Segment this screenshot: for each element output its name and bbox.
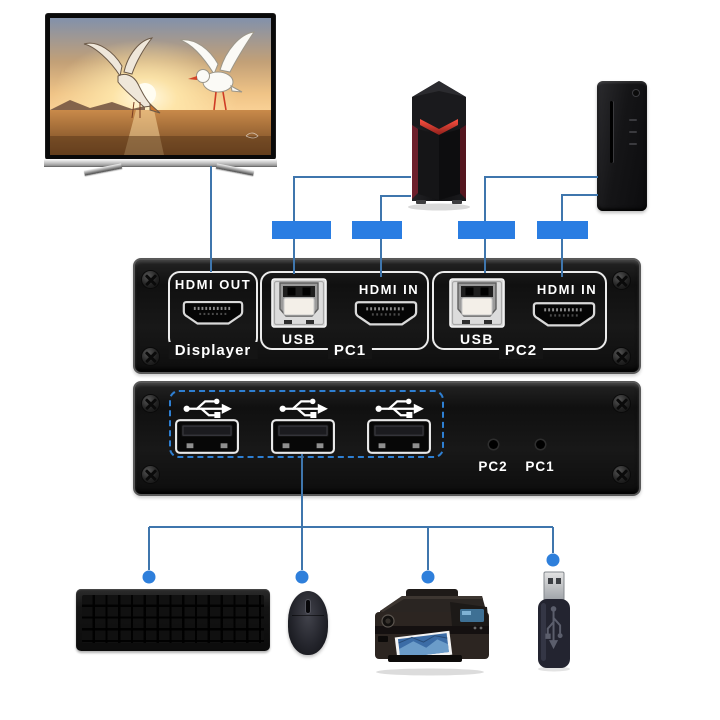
group-pc2: USB HDMI IN PC2 [432, 271, 607, 359]
left-seagull [83, 37, 161, 119]
usb-a-port [174, 419, 240, 454]
phillips-screw-icon [142, 271, 159, 288]
group-pc1: USB HDMI IN PC1 [260, 271, 429, 359]
usb-trident-icon [278, 397, 330, 418]
hdmi-out-label: HDMI OUT [174, 277, 252, 292]
usb-trident-icon [182, 397, 234, 418]
pc1-hdmi-in-label: HDMI IN [358, 282, 420, 297]
mouse-scroll-wheel [306, 600, 310, 613]
kvm-front-panel: HDMI OUT Displayer USB HDMI IN PC1 USB H [133, 258, 641, 374]
keyboard [76, 589, 270, 651]
usb-port-unit [366, 392, 432, 456]
pc2-hdmi-in-label: HDMI IN [536, 282, 598, 297]
pc2-usb-label: USB [459, 331, 495, 347]
usb-port-unit [270, 392, 336, 456]
pc2-hdmi-in-port [532, 301, 596, 328]
phillips-screw-icon [613, 272, 630, 289]
pc1-group-label: PC1 [327, 342, 373, 359]
pc2-usb-b-port [449, 278, 505, 328]
pc1-hdmi-in-port [354, 300, 418, 327]
pc2-led [489, 440, 498, 449]
pc1-led-label: PC1 [525, 459, 555, 474]
phillips-screw-icon [142, 395, 159, 412]
front-port [629, 131, 637, 133]
cable-end-dot [546, 553, 560, 567]
usb-a-port [366, 419, 432, 454]
pc2-tower [597, 81, 647, 211]
mouse [288, 591, 328, 655]
front-port [629, 119, 637, 121]
pc2-group-label: PC2 [498, 342, 544, 359]
cable-connector [272, 221, 331, 239]
usb-trident-icon [374, 397, 426, 418]
phillips-screw-icon [613, 348, 630, 365]
optical-drive-slot [610, 101, 613, 163]
usb-hub-zone [169, 390, 444, 458]
seagulls-wallpaper [50, 18, 271, 155]
cable-connector [352, 221, 402, 239]
cable-end-dot [142, 570, 156, 584]
printer [375, 589, 489, 676]
group-displayer: HDMI OUT Displayer [168, 271, 258, 359]
phillips-screw-icon [142, 348, 159, 365]
pc1-usb-label: USB [281, 331, 317, 347]
phillips-screw-icon [613, 466, 630, 483]
pc1-usb-b-port [271, 278, 327, 328]
phillips-screw-icon [613, 395, 630, 412]
power-button [633, 90, 639, 96]
keyboard-keys [82, 595, 264, 643]
cable-end-dot [295, 570, 309, 584]
kvm-back-panel: PC2 PC1 [133, 381, 641, 496]
pc1-led [536, 440, 545, 449]
monitor-bottom-bar [44, 159, 277, 167]
monitor-screen [50, 18, 271, 155]
usb-port-unit [174, 392, 240, 456]
cable-connector [458, 221, 515, 239]
phillips-screw-icon [142, 466, 159, 483]
front-port [629, 143, 637, 145]
cable-end-dot [421, 570, 435, 584]
displayer-group-label: Displayer [168, 342, 258, 359]
monitor [46, 14, 275, 159]
pc1-tower [408, 81, 470, 211]
pc2-led-label: PC2 [478, 459, 508, 474]
right-seagull [179, 31, 256, 111]
cable-connector [537, 221, 588, 239]
usb-flash-drive [538, 571, 570, 672]
hdmi-out-port [182, 300, 244, 326]
usb-a-port [270, 419, 336, 454]
mouse-seam [292, 615, 324, 616]
